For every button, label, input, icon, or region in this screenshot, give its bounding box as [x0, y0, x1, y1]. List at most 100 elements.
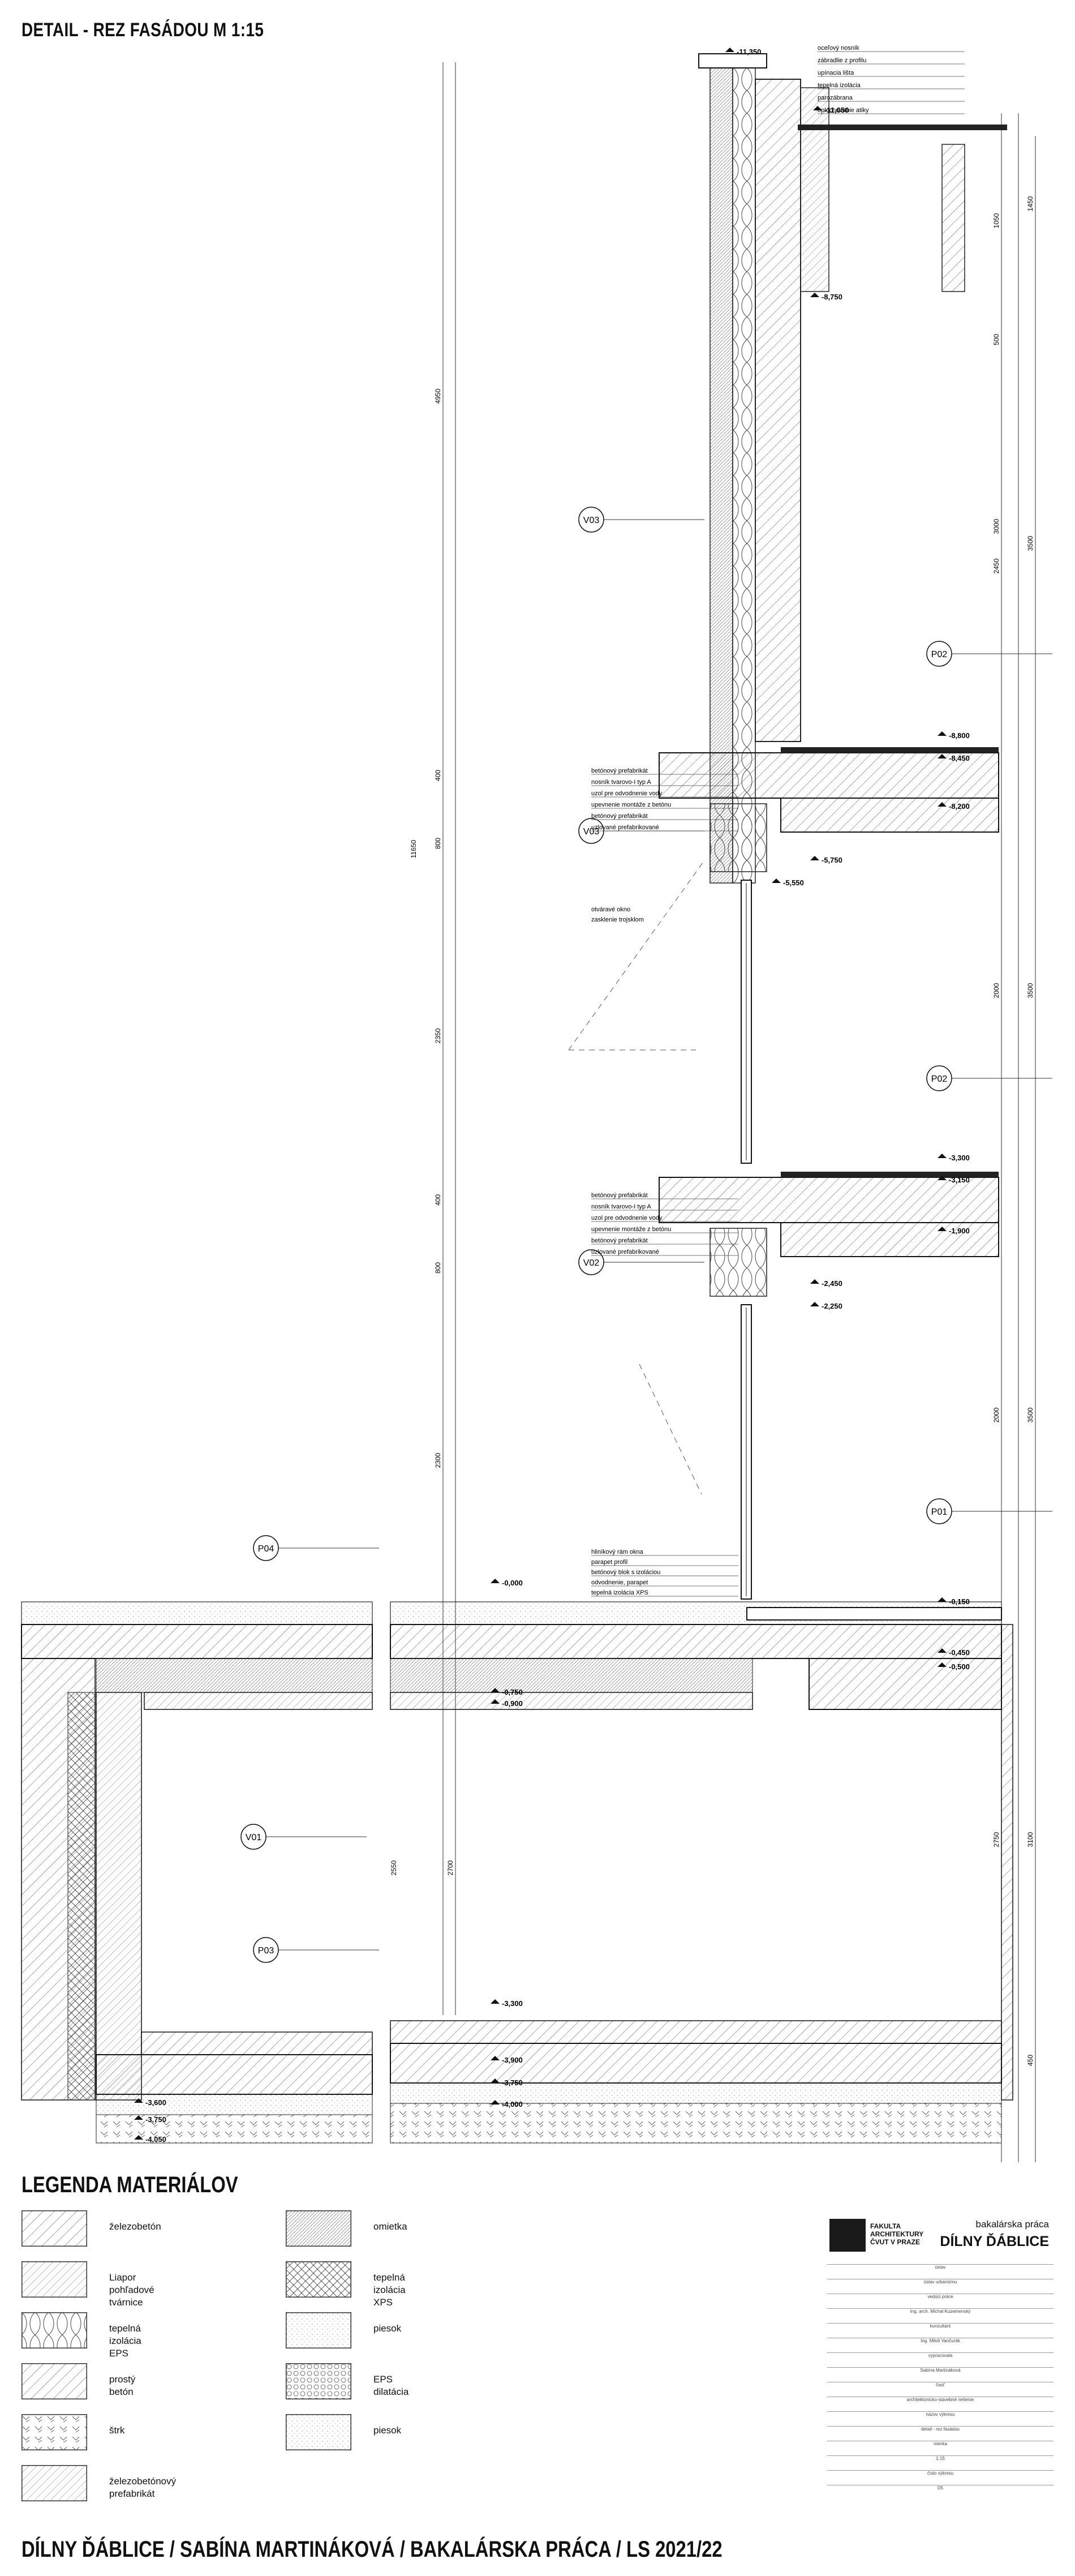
faculty-logo	[829, 2219, 866, 2252]
dimension-label: 3000	[992, 518, 1000, 534]
footer-title: DÍLNY ĎÁBLICE / SABÍNA MARTINÁKOVÁ / BAK…	[22, 2537, 723, 2562]
level-label: -0,500	[949, 1662, 970, 1671]
annotation-label: upevnenie montáže z betónu	[591, 801, 671, 808]
level-label: -4,050	[145, 2135, 166, 2144]
legend-label: tepelná izolácia XPS	[373, 2272, 406, 2308]
legend-label: tepelná izolácia EPS	[109, 2323, 141, 2359]
title-block-row: 1:15	[827, 2455, 1054, 2461]
level-triangle	[134, 2098, 143, 2103]
callout-label: V03	[583, 516, 600, 525]
dimension-label: 3500	[1026, 1407, 1034, 1422]
dimension-label: 1450	[1026, 196, 1034, 211]
annotation-label: odvodnenie, parapet	[591, 1579, 648, 1586]
legend-swatch	[22, 2363, 87, 2399]
level-label: -8,800	[949, 731, 970, 740]
annotation-label: tepelná izolácia	[818, 82, 861, 89]
dimension-label: 800	[434, 1262, 442, 1274]
level-label: -0,750	[502, 1688, 523, 1696]
dimension-label: 3100	[1026, 1832, 1034, 1847]
level-triangle	[810, 856, 819, 860]
dimension-label: 3500	[1026, 535, 1034, 551]
annotation-label: uzlované prefabrikované	[591, 824, 659, 831]
level-label: -3,750	[145, 2115, 166, 2124]
level-label: -3,300	[502, 1999, 523, 2008]
callout-label: V02	[583, 1258, 600, 1268]
callout-label: V01	[246, 1833, 262, 1842]
level-triangle	[725, 48, 734, 52]
legend-label: Liapor pohľadové tvárnice	[109, 2272, 154, 2308]
dimension-label: 2000	[992, 1407, 1000, 1422]
annotation-label: uzlované prefabrikované	[591, 1249, 659, 1255]
legend-label: EPS dilatácia	[373, 2374, 409, 2397]
level-triangle	[810, 293, 819, 297]
title-block-row: ústav	[827, 2264, 1054, 2270]
level-label: -0,150	[949, 1597, 970, 1606]
title-block-row: architektonicko-stavebné riešenie	[827, 2397, 1054, 2402]
legend-swatch	[286, 2312, 351, 2348]
annotation-label: betónový prefabrikát	[591, 768, 648, 774]
level-label: -0,450	[949, 1648, 970, 1657]
legend-label: piesok	[373, 2323, 402, 2334]
project-name: DÍLNY ĎÁBLICE	[940, 2234, 1049, 2249]
callout-circle	[926, 1498, 952, 1524]
title-block-row: konzultant	[827, 2323, 1054, 2329]
level-triangle	[491, 2056, 500, 2060]
dimension-label: 2700	[446, 1860, 454, 1875]
drawing-title: DETAIL - REZ FASÁDOU M 1:15	[22, 19, 264, 41]
legend-label: prostý betón	[109, 2374, 136, 2397]
legend-swatch	[286, 2210, 351, 2247]
annotation-label: upínacia lišta	[818, 70, 854, 76]
level-label: -3,150	[949, 1176, 970, 1184]
title-block-row: D5	[827, 2485, 1054, 2491]
level-label: -11,350	[737, 48, 761, 56]
title-block-row: časť	[827, 2382, 1054, 2388]
dimension-label: 2300	[434, 1452, 442, 1468]
annotation-label: uzol pre odvodnenie vody	[591, 1215, 663, 1221]
level-label: -0,900	[502, 1699, 523, 1708]
callout-label: P03	[258, 1946, 274, 1956]
basement-floor	[96, 1624, 1013, 2144]
title-block: FAKULTA ARCHITEKTURY ČVUT V PRAZE bakalá…	[827, 2219, 1054, 2513]
level-label: -3,900	[502, 2056, 523, 2064]
level-triangle	[938, 731, 947, 736]
callout-circle	[926, 641, 952, 667]
level-triangle	[491, 2078, 500, 2083]
annotation-label: zábradlie z profilu	[818, 57, 866, 64]
annotation-label: betónový prefabrikát	[591, 1192, 648, 1199]
level-triangle	[938, 1597, 947, 1602]
dimension-label: 500	[992, 334, 1000, 345]
level-triangle	[810, 1302, 819, 1306]
level-label: -1,900	[949, 1227, 970, 1235]
callout-label: P02	[931, 1074, 948, 1084]
legend-label: štrk	[109, 2425, 125, 2436]
callout-circle	[253, 1535, 279, 1561]
title-block-row: vypracovala	[827, 2352, 1054, 2358]
level-label: -0,000	[502, 1579, 523, 1587]
callout-circle	[578, 507, 604, 533]
dimension-label: 2550	[390, 1860, 398, 1875]
annotation-label: oplechovanie atiky	[818, 107, 869, 114]
level-triangle	[772, 878, 781, 883]
level-label: -2,250	[822, 1302, 842, 1310]
dimension-label: 400	[434, 770, 442, 781]
title-block-row: detail - rez fasádou	[827, 2426, 1054, 2432]
dimension-label: 3500	[1026, 983, 1034, 998]
callout-circle	[578, 1249, 604, 1275]
annotation-label: upevnenie montáže z betónu	[591, 1226, 671, 1233]
legend-label: železobetón	[109, 2221, 161, 2232]
dimension-label: 800	[434, 838, 442, 849]
level-triangle	[813, 106, 822, 110]
annotation-label: parapet profil	[591, 1559, 627, 1566]
level-triangle	[810, 1279, 819, 1284]
level-markers: -11,350-11,050-8,750-8,800-8,450-8,200-5…	[134, 48, 970, 2144]
window-lower	[639, 1304, 752, 1600]
callout-label: P04	[258, 1544, 274, 1554]
annotation-label: betónový prefabrikát	[591, 1237, 648, 1244]
note-label: zasklenie trojsklom	[591, 916, 644, 923]
window-upper	[568, 860, 752, 1164]
ground-slab-right	[390, 1601, 1002, 1710]
